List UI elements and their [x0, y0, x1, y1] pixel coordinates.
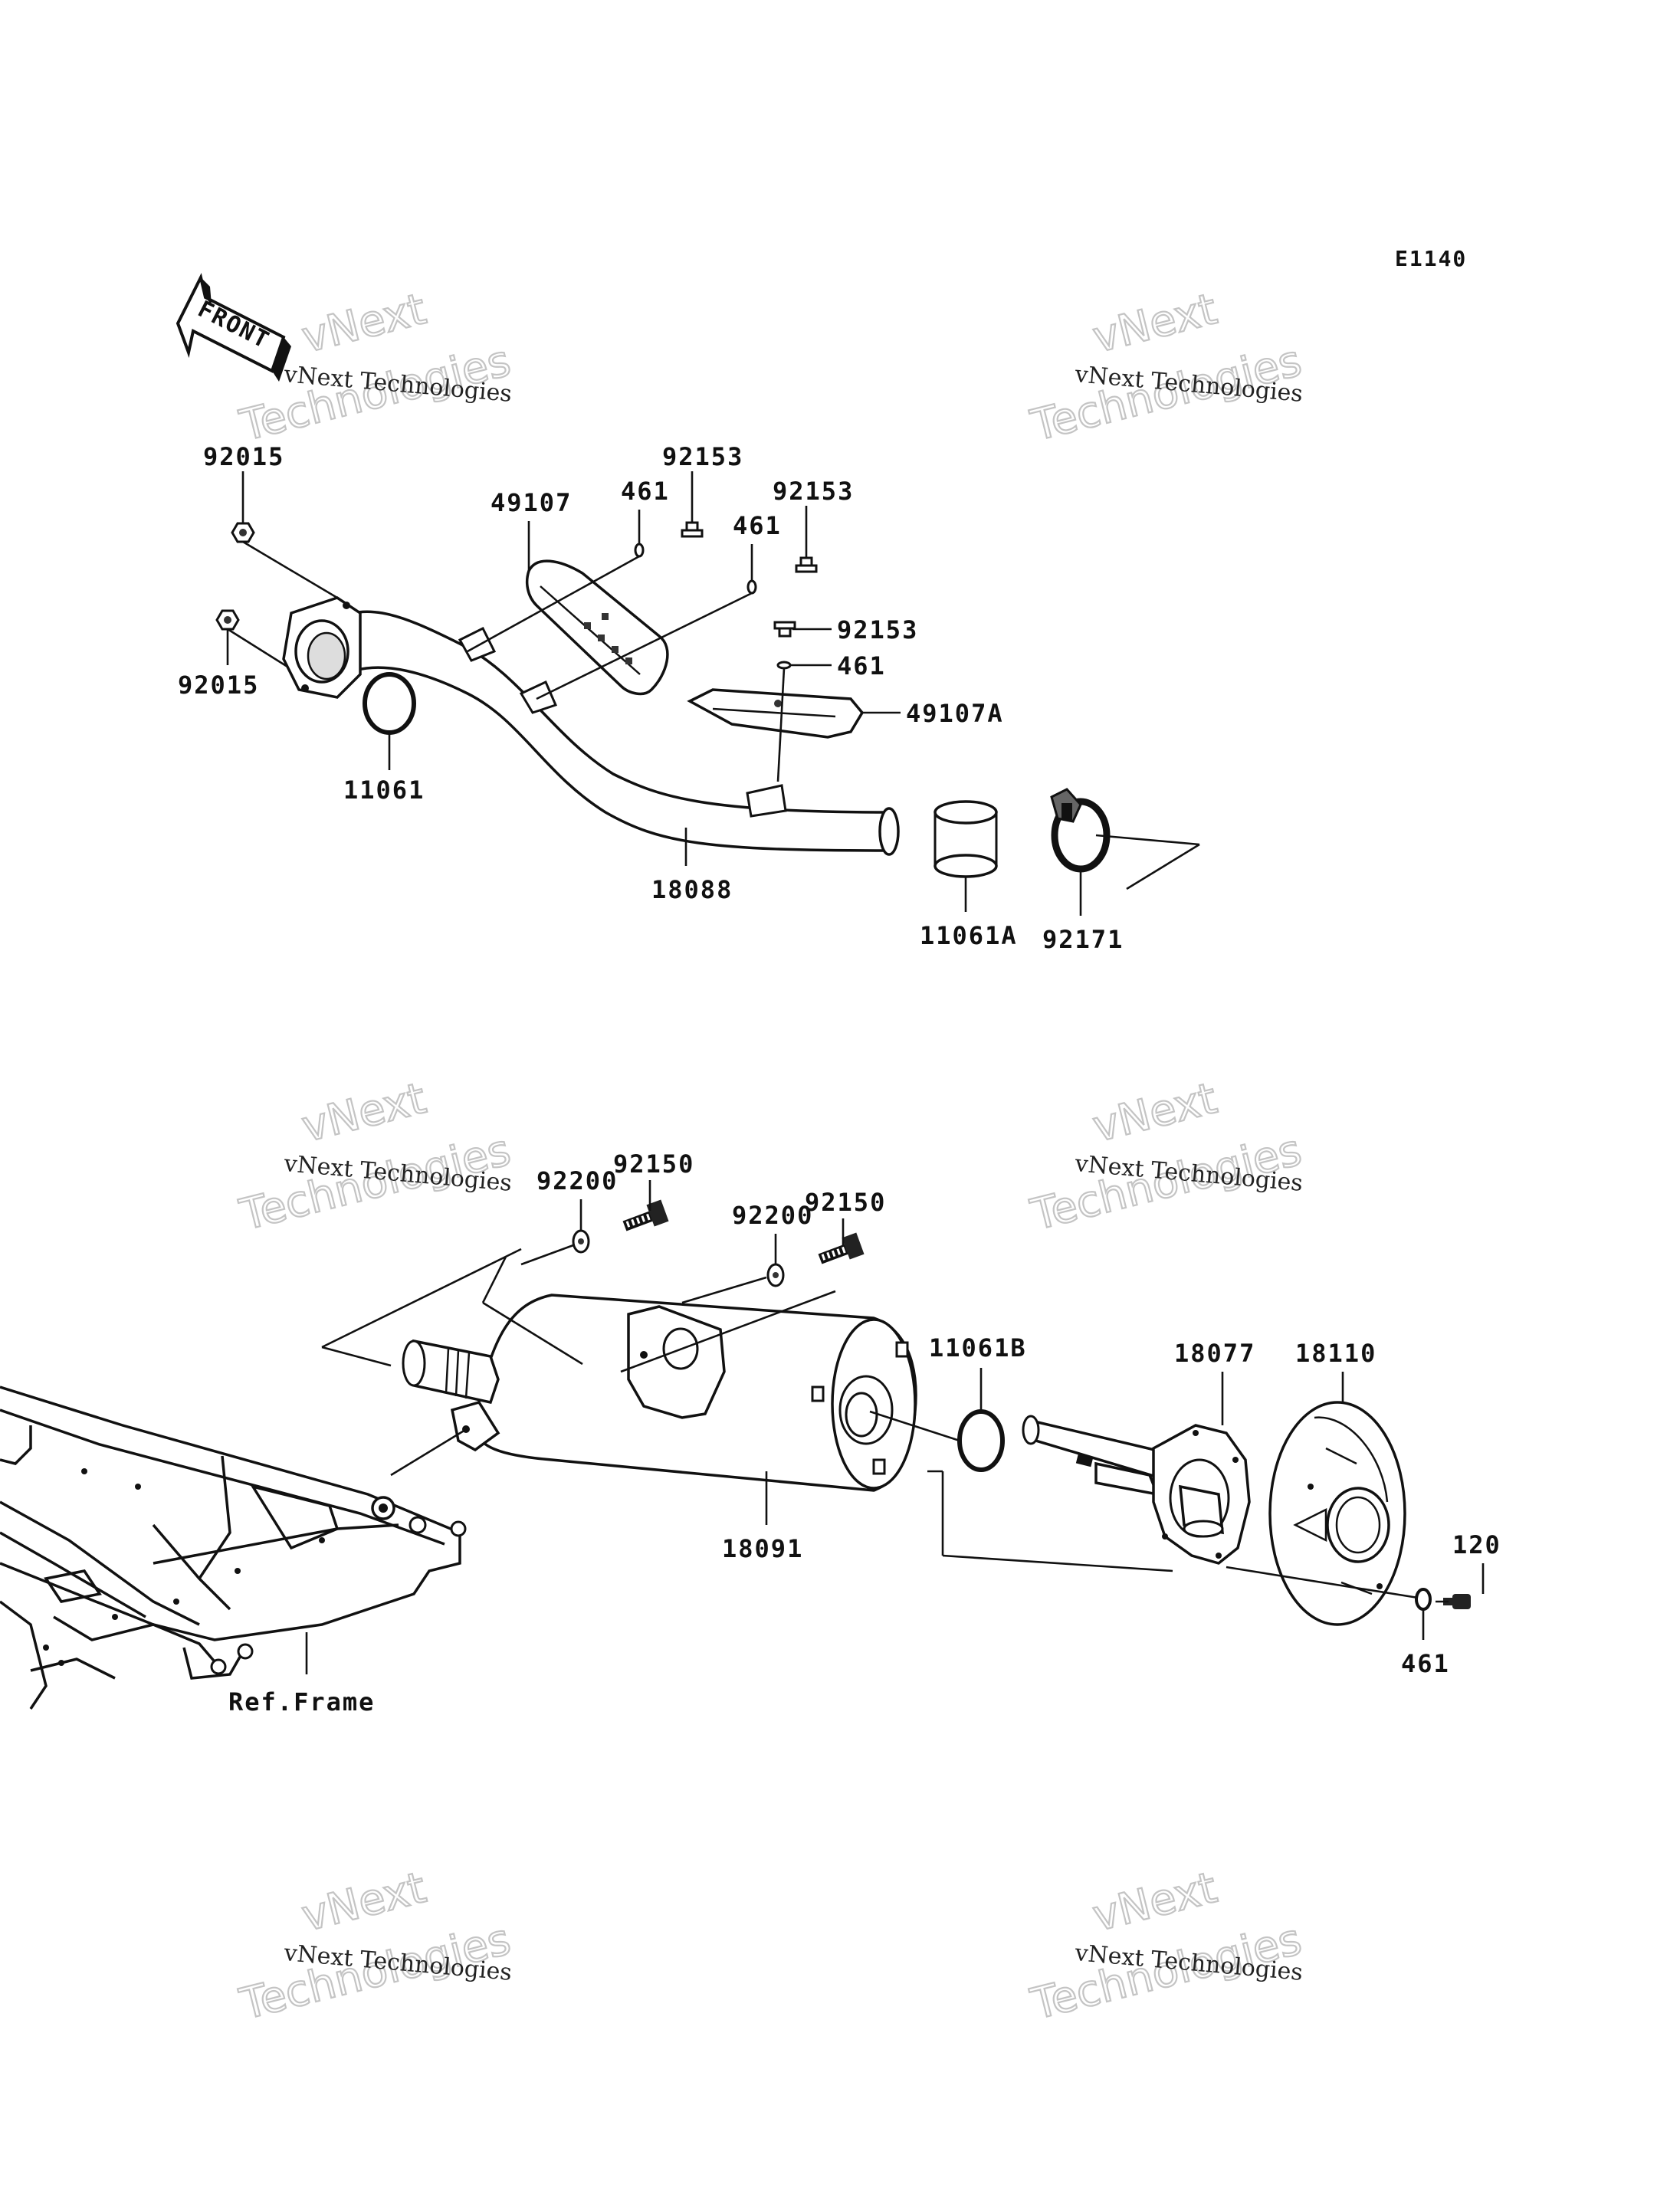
front-arrow-icon: FRONT [176, 273, 291, 382]
label-49107a: 49107A [906, 699, 1004, 728]
washer-92200-a [572, 1229, 590, 1254]
bolt-92153-c [773, 621, 796, 638]
sleeve-11061a [934, 800, 998, 878]
label-92015-b: 92015 [178, 671, 259, 700]
leader-lines-upper [226, 471, 1200, 916]
nut-92015-upper [231, 522, 255, 543]
washer-461-b [746, 579, 757, 595]
label-ref-frame: Ref.Frame [228, 1687, 375, 1717]
nut-92015-lower [215, 609, 240, 631]
label-18091: 18091 [722, 1534, 803, 1563]
label-18088: 18088 [651, 875, 733, 904]
washer-92200-b [766, 1263, 785, 1287]
label-92150-b: 92150 [805, 1188, 886, 1217]
leader-lines-lower [305, 1180, 1485, 1674]
watermark-vnext: vNext [297, 284, 431, 363]
watermark-vnext: vNext [1088, 1863, 1222, 1942]
end-cap-18110 [1268, 1401, 1406, 1626]
label-92153-b: 92153 [773, 477, 854, 506]
watermark-bottom-left: vNext Technologies vNext Technologies [235, 1862, 517, 2031]
label-92171: 92171 [1042, 925, 1124, 954]
bolt-92150-a [622, 1199, 669, 1231]
label-11061: 11061 [343, 776, 425, 805]
watermark-mid-right: vNext Technologies vNext Technologies [1025, 1073, 1308, 1241]
washer-461-d [1415, 1588, 1432, 1611]
label-18110: 18110 [1295, 1339, 1376, 1368]
spark-arrester-18077 [1022, 1415, 1251, 1565]
label-120: 120 [1452, 1530, 1501, 1559]
label-461-b: 461 [733, 511, 782, 540]
header-pipe-18088 [282, 596, 900, 856]
label-461-a: 461 [621, 477, 670, 506]
label-92200-b: 92200 [732, 1201, 813, 1230]
washer-461-c [776, 661, 792, 670]
bolt-92150-b [818, 1232, 865, 1264]
part-labels: 92015 92015 11061 49107 461 92153 92153 … [178, 442, 1501, 1717]
watermark-top-right: vNext Technologies vNext Technologies [1025, 284, 1308, 452]
label-11061a: 11061A [920, 921, 1018, 950]
clamp-92171 [1050, 788, 1111, 873]
label-461-c: 461 [837, 651, 886, 680]
watermark-vnext: vNext [1088, 1074, 1222, 1153]
watermark-vnext: vNext [1088, 284, 1222, 363]
watermark-vnext: vNext [297, 1863, 431, 1942]
label-49107: 49107 [491, 488, 572, 517]
bolt-92153-b [795, 556, 818, 573]
label-92150-a: 92150 [613, 1149, 694, 1179]
washer-461-a [634, 543, 645, 558]
watermark-bottom-right: vNext Technologies vNext Technologies [1025, 1862, 1308, 2031]
heat-guard-49107 [526, 559, 669, 696]
watermark-mid-left: vNext Technologies vNext Technologies [235, 1073, 517, 1241]
diagram-code: E1140 [1395, 246, 1467, 271]
bolt-92153-a [681, 521, 704, 538]
label-92015-a: 92015 [203, 442, 284, 471]
label-461-d: 461 [1401, 1649, 1450, 1678]
muffler-18091 [402, 1294, 917, 1492]
frame-ref [0, 1385, 467, 1710]
heat-guard-49107a [687, 688, 865, 739]
label-11061b: 11061B [929, 1333, 1027, 1362]
label-92153-a: 92153 [662, 442, 743, 471]
label-92200-a: 92200 [536, 1166, 618, 1195]
label-18077: 18077 [1174, 1339, 1255, 1368]
label-92153-c: 92153 [837, 615, 918, 644]
gasket-11061b [957, 1409, 1005, 1472]
gasket-11061 [363, 672, 416, 735]
watermark-vnext: vNext [297, 1074, 431, 1153]
